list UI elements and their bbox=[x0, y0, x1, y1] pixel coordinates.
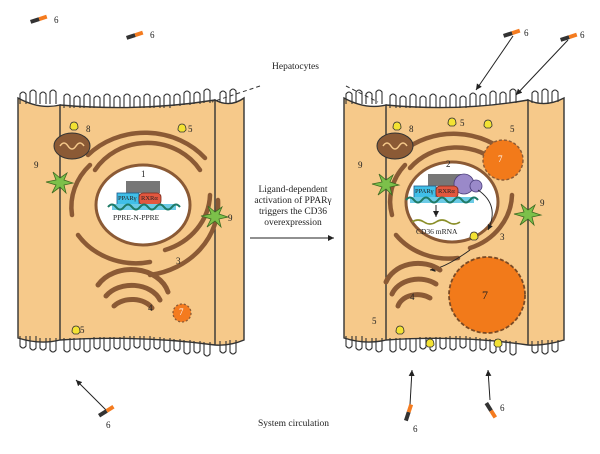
marker-6-e: 6 bbox=[580, 30, 585, 40]
dash-right bbox=[345, 85, 379, 103]
right-golgi bbox=[383, 260, 443, 309]
left-mitochondrion bbox=[53, 132, 91, 160]
marker-7-right-upper: 7 bbox=[498, 154, 503, 164]
left-lipid-droplet bbox=[172, 303, 192, 323]
left-golgi bbox=[95, 267, 171, 311]
marker-8-right: 8 bbox=[409, 124, 414, 134]
right-junction-a bbox=[371, 173, 401, 197]
hepatocytes-title: Hepatocytes bbox=[272, 62, 319, 72]
arrow-bottom-r2 bbox=[485, 369, 492, 401]
left-junction-b bbox=[200, 205, 230, 229]
right-mrna-export-arrow bbox=[477, 189, 493, 231]
caption-line-2: activation of PPARγ bbox=[254, 196, 332, 206]
fa-particle-3 bbox=[503, 28, 521, 38]
left-dna-box bbox=[112, 204, 176, 210]
left-gray-block bbox=[126, 181, 160, 193]
marker-9-left-b: 9 bbox=[228, 213, 233, 223]
marker-7-left: 7 bbox=[179, 307, 184, 317]
system-circulation-label: System circulation bbox=[258, 419, 329, 429]
right-cd36-3 bbox=[483, 119, 493, 129]
right-ligand-small bbox=[469, 179, 483, 193]
left-microvilli-bottom bbox=[19, 336, 237, 357]
marker-5-left-top: 5 bbox=[188, 124, 193, 134]
right-rxr-label: RXRα bbox=[438, 188, 455, 195]
fa-particle-6 bbox=[404, 403, 414, 422]
marker-6-a: 6 bbox=[54, 15, 59, 25]
arrow-top-a bbox=[475, 35, 514, 91]
right-hepatocyte bbox=[343, 88, 565, 356]
left-rxr-label: RXRα bbox=[141, 195, 158, 202]
marker-6-b: 6 bbox=[150, 30, 155, 40]
marker-4-right: 4 bbox=[410, 292, 415, 302]
marker-5-right-c: 5 bbox=[372, 316, 377, 326]
left-microvilli-top bbox=[19, 88, 237, 108]
left-hepatocyte bbox=[17, 88, 245, 357]
marker-3-left: 3 bbox=[176, 256, 181, 266]
marker-9-left-a: 9 bbox=[34, 160, 39, 170]
dna-label: PPRE-N-PPRE bbox=[113, 213, 160, 222]
right-cd36-2 bbox=[447, 117, 457, 127]
right-dna-box bbox=[410, 197, 474, 203]
fa-particle-4 bbox=[560, 32, 578, 42]
left-endoplasmic-reticulum bbox=[69, 130, 221, 278]
right-cd36-6 bbox=[425, 338, 435, 348]
left-dna-strand bbox=[107, 203, 181, 211]
marker-6-g: 6 bbox=[500, 403, 505, 413]
fa-particle-7 bbox=[484, 402, 498, 419]
marker-5-right-a: 5 bbox=[460, 118, 465, 128]
right-junction-b bbox=[513, 203, 543, 227]
fa-particle-5 bbox=[98, 404, 115, 418]
marker-3-right: 3 bbox=[500, 232, 505, 242]
left-cd36-bottom bbox=[71, 325, 81, 335]
marker-6-d: 6 bbox=[524, 28, 529, 38]
fa-particle-1 bbox=[30, 14, 48, 24]
mrna-label: CD36 mRNA bbox=[416, 227, 458, 236]
right-microvilli-top bbox=[345, 88, 559, 108]
right-golgi-arrow bbox=[429, 249, 471, 272]
marker-1: 1 bbox=[141, 169, 146, 179]
arrow-top-b bbox=[515, 39, 569, 96]
marker-8-left: 8 bbox=[86, 124, 91, 134]
left-ppar-label: PPARγ bbox=[118, 195, 137, 202]
right-ppar-label: PPARγ bbox=[415, 188, 434, 195]
fa-particle-2 bbox=[126, 30, 144, 40]
marker-5-left-bottom: 5 bbox=[80, 325, 85, 335]
caption-block: Ligand-dependent activation of PPARγ tri… bbox=[250, 185, 336, 229]
marker-6-f: 6 bbox=[413, 424, 418, 434]
arrow-bottom-left bbox=[75, 379, 107, 411]
right-mrna-strand bbox=[411, 219, 461, 225]
caption-line-1: Ligand-dependent bbox=[258, 185, 328, 195]
right-cd36-7 bbox=[493, 338, 503, 348]
fatty-acid-particles bbox=[30, 14, 578, 422]
marker-5-right-b: 5 bbox=[510, 124, 515, 134]
caption-line-3: triggers the CD36 bbox=[258, 207, 328, 217]
marker-7-right-lower: 7 bbox=[482, 288, 488, 302]
right-dna-strand bbox=[405, 196, 479, 204]
right-microvilli-bottom bbox=[345, 336, 559, 356]
left-cd36-top2 bbox=[177, 123, 187, 133]
right-cd36-4 bbox=[469, 231, 479, 241]
marker-4-left: 4 bbox=[148, 303, 153, 313]
marker-9-right-b: 9 bbox=[540, 198, 545, 208]
right-gray-block bbox=[428, 174, 462, 186]
right-cd36-1 bbox=[392, 121, 402, 131]
right-mitochondrion bbox=[376, 132, 414, 160]
marker-6-c: 6 bbox=[106, 420, 111, 430]
right-lipid-droplet-lower bbox=[448, 256, 526, 334]
dash-left bbox=[211, 85, 261, 103]
left-junction-a bbox=[45, 171, 75, 195]
marker-2: 2 bbox=[446, 159, 451, 169]
right-cd36-5 bbox=[395, 325, 405, 335]
right-lipid-droplet-upper bbox=[482, 139, 524, 181]
caption-line-4: overexpression bbox=[264, 218, 322, 228]
marker-9-right-a: 9 bbox=[358, 160, 363, 170]
left-cd36-top bbox=[69, 121, 79, 131]
arrow-bottom-r1 bbox=[408, 369, 415, 406]
